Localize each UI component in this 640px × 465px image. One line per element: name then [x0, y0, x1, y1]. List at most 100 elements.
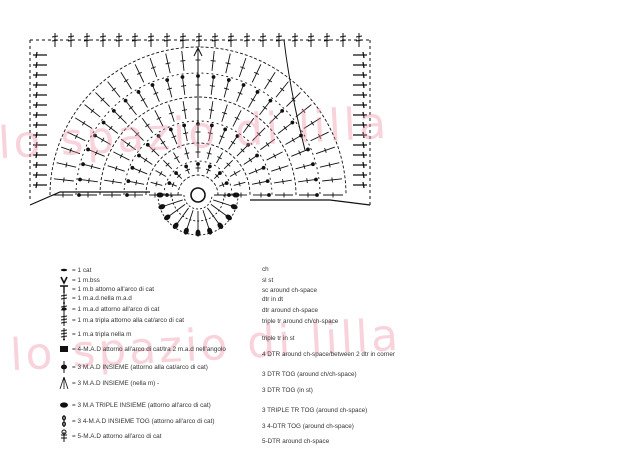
stitch-dot: [137, 153, 141, 158]
stitch-bar: [310, 120, 315, 126]
legend-english-label: triple tr in st: [262, 335, 295, 342]
stitch-bar: [254, 168, 258, 174]
flower-stitch: [175, 207, 189, 227]
flower-arc: [183, 194, 213, 210]
slip-stitch-icon: [58, 273, 70, 287]
three-dtr-tog-icon: [58, 360, 70, 374]
stitch-bar: [112, 179, 114, 185]
legend-row: = 1 m.a.d attorno all'arco di cat: [58, 302, 159, 316]
stitch-bar: [258, 180, 261, 186]
stitch-dot: [311, 162, 315, 167]
arrow-head-icon: [193, 46, 203, 57]
flower-stitch: [185, 210, 194, 232]
legend-italian-label: = 4-M.A.D attorno all'arco di cat/tra 2 …: [72, 345, 226, 353]
stitch-bar: [267, 78, 273, 83]
stitch-dot: [314, 177, 318, 182]
legend-row: = 3 4-M.A.D INSIEME TOG (attorno all'arc…: [58, 414, 215, 428]
stitch-bar: [234, 116, 240, 120]
legend-english-label: 3 4-DTR TOG (around ch-space): [262, 423, 354, 430]
stitch-bar: [331, 177, 333, 183]
stitch-dot: [223, 127, 228, 132]
stitch-bar: [250, 98, 256, 102]
stitch-bar: [128, 105, 134, 110]
stitch-bar: [74, 133, 78, 139]
flower-cluster: [195, 229, 201, 237]
stitch-dot: [182, 123, 187, 128]
stitch-bar: [184, 152, 190, 155]
flower-cluster: [158, 204, 166, 210]
stitch-dot: [268, 98, 273, 103]
legend-english-label: sc around ch-space: [262, 287, 317, 294]
edge-stitch: [353, 91, 367, 99]
stitch-bar: [182, 109, 188, 111]
stitch-dot: [241, 83, 246, 87]
stitch-bar: [262, 105, 268, 110]
legend-english-label: 5-DTR around ch-space: [262, 438, 330, 445]
legend-italian-label: = 1 m.b attorno all'arco di cat: [72, 285, 155, 293]
stitch-bar: [210, 60, 216, 62]
legend-italian-label: = 5-M.A.D attorno all'arco di cat: [72, 432, 162, 440]
stitch-bar: [209, 85, 215, 87]
stitch-bar: [140, 98, 146, 102]
stitch-bar: [136, 71, 142, 75]
stitch-bar: [126, 142, 131, 147]
stitch-bar: [171, 135, 177, 139]
edge-stitch: [323, 33, 331, 47]
stitch-dot: [123, 98, 128, 103]
center-ring: [190, 187, 206, 203]
edge-stitch: [353, 141, 367, 149]
stitch-bar: [226, 162, 231, 167]
stitch-bar: [233, 171, 237, 176]
stitch-bar: [207, 132, 213, 135]
legend-english-label: triple tr around ch/ch-space: [262, 318, 339, 325]
edge-stitch: [33, 51, 47, 59]
stitch-bar: [165, 62, 171, 65]
legend-row: = 1 cat: [58, 263, 91, 277]
row-arc: [99, 96, 297, 196]
stitch-bar: [328, 162, 331, 168]
stitch-bar: [185, 168, 191, 172]
legend-english-label: dtr in dt: [262, 296, 283, 303]
edge-stitch: [353, 131, 367, 139]
four-dtr-tog-icon: [58, 414, 70, 428]
edge-stitch: [353, 161, 367, 169]
edge-stitch: [353, 151, 367, 159]
stitch-dot: [255, 90, 260, 94]
stitch-bar: [160, 140, 166, 145]
stitch-bar: [111, 87, 117, 92]
stitch-dot: [93, 133, 97, 138]
edge-stitch: [353, 51, 367, 59]
stitch-bar: [324, 147, 327, 153]
triple-tr-icon: [58, 313, 70, 327]
stitch-bar: [306, 178, 308, 184]
flower-cluster: [164, 214, 171, 221]
stitch-bar: [135, 132, 140, 137]
edge-stitch: [33, 101, 47, 109]
edge-stitch: [33, 151, 47, 159]
edge-stitch: [353, 181, 367, 189]
edge-stitch: [275, 33, 283, 47]
edge-stitch: [355, 33, 363, 47]
stitch-dot: [218, 171, 222, 175]
stitch-dot: [167, 181, 172, 186]
flower-stitch: [210, 204, 230, 218]
stitch-bar: [95, 150, 98, 156]
edge-stitch: [339, 33, 347, 47]
stitch-bar: [100, 97, 105, 102]
edge-stitch: [307, 33, 315, 47]
stitch-bar: [256, 132, 261, 137]
edge-stitch: [259, 33, 267, 47]
edge-stitch: [243, 33, 251, 47]
legend-italian-label: = 1 m.bss: [72, 276, 100, 284]
stitch-bar: [225, 62, 231, 65]
stitch-bar: [237, 92, 243, 95]
three-dtr-st-icon: [58, 376, 70, 390]
chain-icon: [58, 263, 70, 277]
edge-stitch: [33, 71, 47, 79]
stitch-bar: [248, 157, 253, 163]
stitch-dot: [280, 108, 285, 113]
legend-english-label: dtr around ch-space: [262, 307, 319, 314]
stitch-bar: [215, 173, 220, 178]
stitch-dot: [86, 147, 90, 152]
